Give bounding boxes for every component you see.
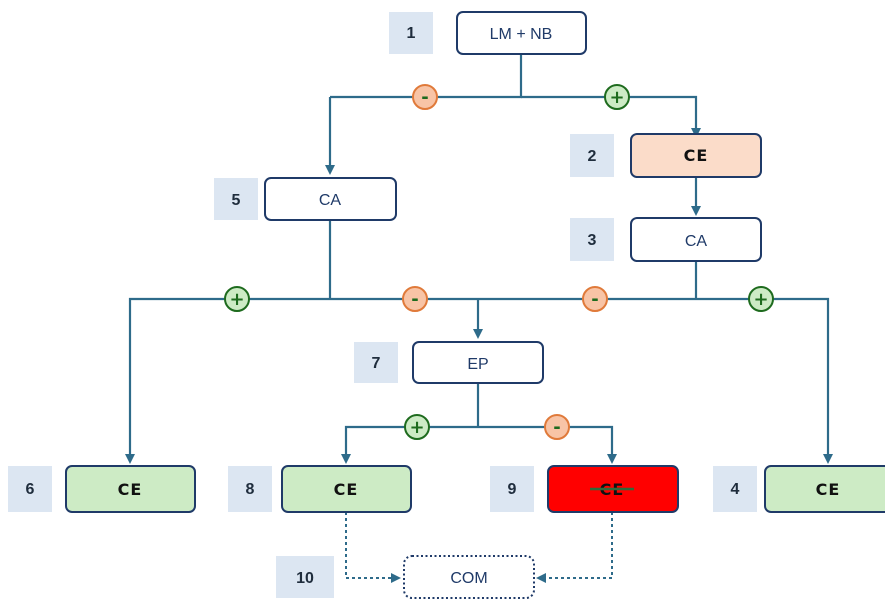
- plus-sign: +: [409, 417, 424, 438]
- minus-sign: -: [421, 87, 428, 108]
- minus-marker-3-to-7: -: [582, 286, 608, 312]
- minus-marker-5-to-7: -: [402, 286, 428, 312]
- node-2-box: [630, 133, 762, 178]
- node-10-box: [403, 555, 535, 599]
- badge-4-text: 4: [731, 481, 740, 498]
- badge-10-text: 10: [296, 570, 314, 587]
- badge-3: 3: [570, 218, 614, 261]
- node-7: EP: [412, 341, 544, 384]
- badge-7: 7: [354, 342, 398, 383]
- node-6: CE: [65, 465, 196, 513]
- badge-9: 9: [490, 466, 534, 512]
- node-4-ce-mark: CE: [816, 480, 841, 499]
- connectors: [125, 54, 833, 464]
- connector-5-to-6: [125, 297, 330, 464]
- badge-1-text: 1: [407, 25, 416, 42]
- connector-9-to-10: [536, 512, 613, 583]
- connector-8-to-10: [345, 512, 401, 583]
- node-1-box: [456, 11, 587, 55]
- badge-10: 10: [276, 556, 334, 598]
- node-4-box: [764, 465, 885, 513]
- minus-marker-1-to-5: -: [412, 84, 438, 110]
- badge-1: 1: [389, 12, 433, 54]
- minus-marker-7-to-9: -: [544, 414, 570, 440]
- node-9: CE: [547, 465, 679, 513]
- node-3-label: CA: [685, 233, 708, 250]
- badge-7-text: 7: [372, 355, 381, 372]
- minus-sign: -: [591, 289, 598, 310]
- badge-3-text: 3: [588, 232, 597, 249]
- badge-2: 2: [570, 134, 614, 177]
- sign-markers: - + + - - + + -: [224, 84, 774, 440]
- node-2: CE: [630, 133, 762, 178]
- node-3-box: [630, 217, 762, 262]
- dotted-connectors: [345, 512, 613, 583]
- connector-7-to-9: [478, 425, 617, 464]
- plus-marker-7-to-8: +: [404, 414, 430, 440]
- badge-5: 5: [214, 178, 258, 220]
- node-5-label: CA: [319, 192, 342, 209]
- badge-8-text: 8: [246, 481, 255, 498]
- connector-7-to-8: [341, 425, 478, 464]
- connector-3-to-4: [696, 297, 833, 464]
- node-4: CE: [764, 465, 885, 513]
- node-2-ce-mark: CE: [684, 146, 709, 165]
- connector-1-to-2: [521, 95, 701, 138]
- plus-sign: +: [229, 289, 244, 310]
- node-7-label: EP: [467, 356, 488, 373]
- plus-marker-5-to-6: +: [224, 286, 250, 312]
- number-badges: 1 2 3 4 5 6 7 8: [8, 12, 757, 598]
- plus-sign: +: [753, 289, 768, 310]
- node-8-box: [281, 465, 412, 513]
- minus-sign: -: [411, 289, 418, 310]
- badge-6: 6: [8, 466, 52, 512]
- node-10-label: COM: [450, 570, 487, 587]
- minus-sign: -: [553, 417, 560, 438]
- node-1: LM + NB: [456, 11, 587, 55]
- badge-6-text: 6: [26, 481, 35, 498]
- badge-4: 4: [713, 466, 757, 512]
- plus-marker-1-to-2: +: [604, 84, 630, 110]
- node-10: COM: [403, 555, 535, 599]
- badge-8: 8: [228, 466, 272, 512]
- node-6-ce-mark: CE: [118, 480, 143, 499]
- node-5-box: [264, 177, 397, 221]
- badge-9-text: 9: [508, 481, 517, 498]
- node-3: CA: [630, 217, 762, 262]
- node-8-ce-mark: CE: [334, 480, 359, 499]
- badge-2-text: 2: [588, 148, 597, 165]
- node-5: CA: [264, 177, 397, 221]
- node-1-label: LM + NB: [490, 26, 553, 43]
- plus-sign: +: [609, 87, 624, 108]
- node-6-box: [65, 465, 196, 513]
- node-8: CE: [281, 465, 412, 513]
- badge-5-text: 5: [232, 192, 241, 209]
- plus-marker-3-to-4: +: [748, 286, 774, 312]
- node-7-box: [412, 341, 544, 384]
